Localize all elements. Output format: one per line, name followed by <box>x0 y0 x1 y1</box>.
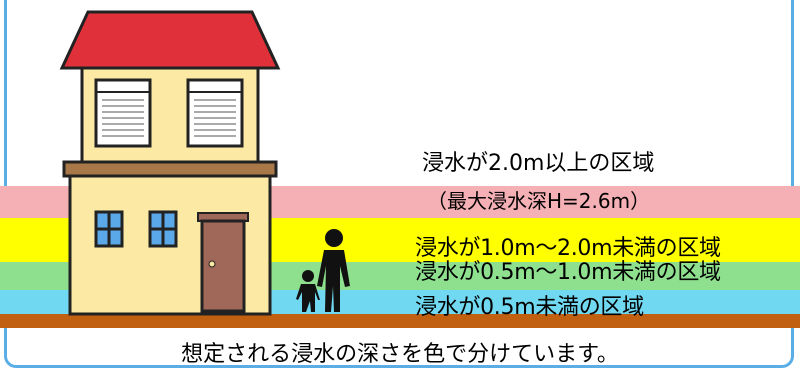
child-silhouette <box>296 270 320 312</box>
ground-strip <box>0 314 800 328</box>
house-door <box>197 212 249 313</box>
legend-max-depth: （最大浸水深H=2.6m） <box>427 189 651 213</box>
adult-silhouette <box>317 229 350 312</box>
legend-zone-under-05m: 浸水が0.5m未満の区域 <box>415 295 644 320</box>
upper-window-right <box>186 78 244 148</box>
house-roof <box>59 10 281 70</box>
diagram-frame <box>4 0 794 368</box>
legend-zone-05-to-1m: 浸水が0.5m～1.0m未満の区域 <box>415 260 721 285</box>
house-floor-ledge <box>62 160 278 178</box>
upper-window-left <box>94 78 152 148</box>
lower-window-right <box>148 210 178 248</box>
legend-zone-over-2m: 浸水が2.0m以上の区域 <box>422 151 655 176</box>
legend-zone-1-to-2m: 浸水が1.0m～2.0m未満の区域 <box>415 236 721 261</box>
lower-window-left <box>94 210 124 248</box>
caption: 想定される浸水の深さを色で分けています。 <box>181 342 619 367</box>
